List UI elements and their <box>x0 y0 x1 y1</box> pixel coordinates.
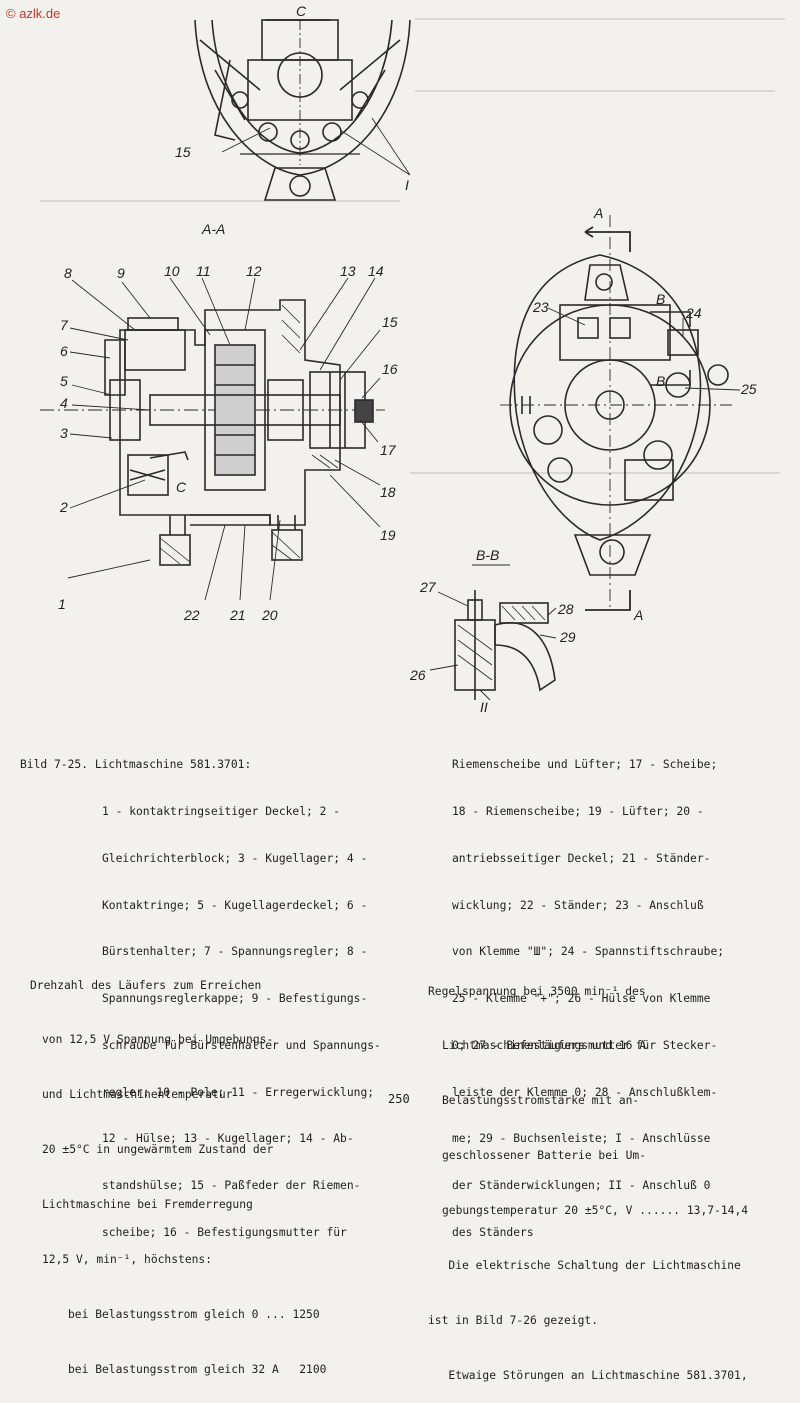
caption-line: wicklung; 22 - Ständer; 23 - Anschluß <box>452 898 704 912</box>
caption-line: Riemenscheibe und Lüfter; 17 - Scheibe; <box>452 758 718 772</box>
caption-line: regler; 10 - Pole; 11 - Erregerwicklung; <box>102 1085 375 1099</box>
spec-line: 12,5 V, min⁻¹, höchstens: <box>42 1253 213 1267</box>
caption-line: von Klemme "Ш"; 24 - Spannstiftschraube; <box>452 945 725 959</box>
callout-27: 27 <box>419 579 437 595</box>
callout-5: 5 <box>60 373 68 389</box>
caption-line: antriebsseitiger Deckel; 21 - Ständer- <box>452 851 711 865</box>
caption-line: schraube für Bürstenhalter und Spannungs… <box>102 1038 381 1052</box>
callout-3: 3 <box>60 425 68 441</box>
caption-line: Bürstenhalter; 7 - Spannungsregler; 8 - <box>102 945 368 959</box>
watermark: © azlk.de <box>6 6 61 21</box>
page-number: 250 <box>388 1092 410 1106</box>
spec-line: Regelspannung bei 3500 min⁻¹ des <box>428 984 646 998</box>
section-label-a-bottom: A <box>633 607 643 623</box>
callout-26: 26 <box>409 667 426 683</box>
callout-15: 15 <box>382 314 398 330</box>
bleed-line <box>40 200 400 202</box>
spec-line: und Lichtmaschinentemperatur <box>42 1088 233 1102</box>
spec-line: geschlossener Batterie bei Um- <box>442 1149 647 1163</box>
callout-21: 21 <box>229 607 246 623</box>
spec-line: 20 ±5°C in ungewärmtem Zustand der <box>42 1143 274 1157</box>
callout-6: 6 <box>60 343 68 359</box>
callout-8: 8 <box>64 265 72 281</box>
spec-line: Etwaige Störungen an Lichtmaschine 581.3… <box>428 1368 748 1382</box>
section-label-a-top: A <box>593 205 603 221</box>
spec-line: Lichtmaschinenläufers und 16 A <box>442 1039 647 1053</box>
section-label-c-small: C <box>176 479 187 495</box>
caption-line: 0; 27 - Befestigungsmutter für Stecker- <box>452 1038 718 1052</box>
spec-line: ist in Bild 7-26 gezeigt. <box>428 1313 599 1327</box>
caption-title: Bild 7-25. Lichtmaschine 581.3701: <box>20 758 252 772</box>
bleed-line <box>415 18 785 20</box>
roman-i: I <box>405 177 409 193</box>
callout-18: 18 <box>380 484 396 500</box>
callout-10: 10 <box>164 263 180 279</box>
spec-line: Drehzahl des Läufers zum Erreichen <box>30 978 262 992</box>
caption-line: Kontaktringe; 5 - Kugellagerdeckel; 6 - <box>102 898 368 912</box>
callout-14: 14 <box>368 263 384 279</box>
callout-29: 29 <box>559 629 576 645</box>
caption-line: 25 - Klemme "+"; 26 - Hülse von Klemme <box>452 992 711 1006</box>
section-label-b-2: B <box>656 373 665 389</box>
callout-23: 23 <box>532 299 549 315</box>
spec-line: gebungstemperatur 20 ±5°C, V ...... 13,7… <box>442 1204 749 1218</box>
spec-line: bei Belastungsstrom gleich 32 A 2100 <box>68 1362 327 1376</box>
spec-right: Regelspannung bei 3500 min⁻¹ des Lichtma… <box>428 946 748 1403</box>
callout-17: 17 <box>380 442 397 458</box>
callout-15-top: 15 <box>175 144 191 160</box>
caption-line: 18 - Riemenscheibe; 19 - Lüfter; 20 - <box>452 804 704 818</box>
section-label-c: C <box>296 3 307 19</box>
caption-line: leiste der Klemme 0; 28 - Anschlußklem- <box>452 1085 718 1099</box>
spec-line: Die elektrische Schaltung der Lichtmasch… <box>428 1259 741 1273</box>
caption-line: 1 - kontaktringseitiger Deckel; 2 - <box>102 804 341 818</box>
callout-22: 22 <box>183 607 200 623</box>
callout-12: 12 <box>246 263 262 279</box>
callout-2: 2 <box>59 499 68 515</box>
callout-13: 13 <box>340 263 356 279</box>
section-label-b-1: B <box>656 291 665 307</box>
bleed-line <box>410 472 780 474</box>
callout-11: 11 <box>196 263 211 279</box>
callout-24: 24 <box>685 305 702 321</box>
section-label-bb: B-B <box>476 547 499 563</box>
spec-line: bei Belastungsstrom gleich 0 ... 1250 <box>68 1307 320 1321</box>
callout-28: 28 <box>557 601 574 617</box>
spec-line: Belastungsstromstärke mit an- <box>442 1094 640 1108</box>
callout-1: 1 <box>58 596 66 612</box>
callout-7: 7 <box>60 317 69 333</box>
spec-line: Lichtmaschine bei Fremderregung <box>42 1198 253 1212</box>
callout-4: 4 <box>60 395 68 411</box>
callout-16: 16 <box>382 361 398 377</box>
callout-19: 19 <box>380 527 396 543</box>
callout-20: 20 <box>261 607 278 623</box>
section-label-aa: A-A <box>201 221 225 237</box>
caption-line: Spannungsreglerkappe; 9 - Befestigungs- <box>102 992 368 1006</box>
spec-left: Drehzahl des Läufers zum Erreichen von 1… <box>30 940 326 1397</box>
callout-25: 25 <box>740 381 757 397</box>
callout-9: 9 <box>117 265 125 281</box>
caption-line: Gleichrichterblock; 3 - Kugellager; 4 - <box>102 851 368 865</box>
roman-ii: II <box>480 699 488 715</box>
technical-drawing: C 15 I A-A C 1 2 3 4 5 6 7 8 9 10 11 12 … <box>40 3 757 715</box>
bleed-line <box>415 90 775 92</box>
spec-line: von 12,5 V Spannung bei Umgebungs- <box>42 1033 274 1047</box>
